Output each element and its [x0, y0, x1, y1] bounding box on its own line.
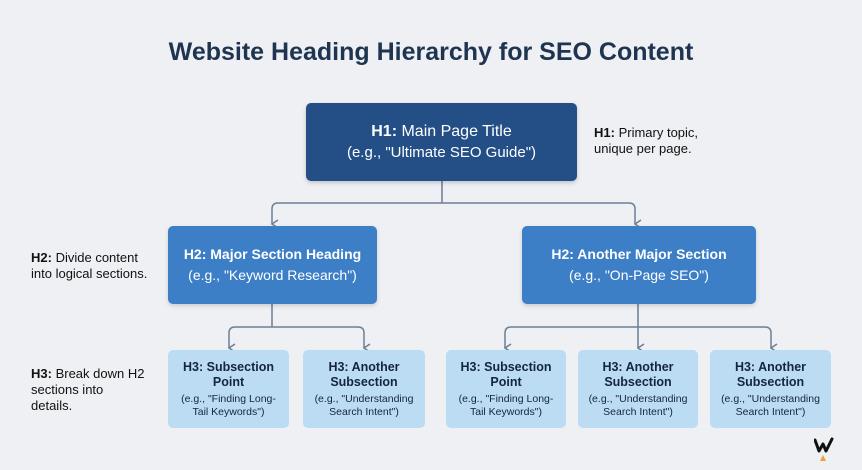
h3-note-prefix: H3:	[31, 366, 52, 381]
h3-box: H3: Another Subsection (e.g., "Understan…	[578, 350, 698, 428]
h2-note-prefix: H2:	[31, 250, 52, 265]
h3-box: H3: Another Subsection (e.g., "Understan…	[710, 350, 831, 428]
h3-box-example: (e.g., "Finding Long-Tail Keywords")	[181, 393, 276, 419]
connector-to-h2-left	[270, 202, 279, 229]
h1-box: H1: Main Page Title (e.g., "Ultimate SEO…	[306, 103, 577, 181]
h3-box-line2: Point	[212, 374, 245, 389]
h3-box: H3: Subsection Point (e.g., "Finding Lon…	[168, 350, 289, 428]
h2-box-example: (e.g., "Keyword Research")	[188, 267, 357, 283]
h2-note-line2: into logical sections.	[31, 266, 148, 281]
h3-box: H3: Subsection Point (e.g., "Finding Lon…	[446, 350, 566, 428]
connector-to-h3-3	[503, 326, 512, 353]
h3-note-line3: details.	[31, 398, 73, 413]
h2-note-line1: Divide content	[55, 250, 138, 265]
diagram-title: Website Heading Hierarchy for SEO Conten…	[168, 38, 694, 66]
h3-box-line1: H3: Another	[734, 359, 807, 374]
h3-note: H3: Break down H2 sections into details.	[31, 366, 144, 414]
h2-box-right: H2: Another Major Section (e.g., "On-Pag…	[522, 226, 756, 304]
h3-box-example-line2: Tail Keywords")	[469, 405, 542, 418]
h1-note-prefix: H1:	[594, 125, 615, 140]
h3-box-example: (e.g., "Finding Long-Tail Keywords")	[459, 393, 554, 419]
h3-note-line2: sections into	[31, 382, 104, 397]
h3-box-line2: Point	[490, 374, 522, 389]
connector-to-h3-1	[227, 326, 236, 353]
h3-box-example-line2: Search Intent")	[603, 405, 673, 418]
h3-box-example-line2: Search Intent")	[735, 405, 806, 418]
h3-box-line1: H3: Subsection	[183, 359, 274, 374]
h1-box-prefix: H1:	[371, 123, 398, 140]
w-brand-logo-icon	[814, 437, 834, 461]
h1-note-line1: Primary topic,	[618, 125, 699, 140]
h1-box-example: (e.g., "Ultimate SEO Guide")	[346, 144, 537, 161]
h3-box-example-line2: Search Intent")	[329, 405, 399, 418]
h3-box-example-line1: (e.g., "Understanding	[721, 392, 820, 405]
h3-box-line1: H3: Another	[328, 359, 400, 374]
h3-box-line2: Subsection	[604, 374, 672, 389]
h3-box-line2: Subsection	[330, 374, 398, 389]
h3-box-example-line1: (e.g., "Understanding	[314, 392, 414, 405]
h1-note-line2: unique per page.	[594, 141, 692, 156]
h3-box-line1: H3: Another	[602, 359, 674, 374]
connector-to-h3-5	[764, 326, 778, 353]
h3-box: H3: Another Subsection (e.g., "Understan…	[303, 350, 425, 428]
h1-box-label: Main Page Title	[401, 123, 512, 140]
h2-box-label: H2: Major Section Heading	[183, 246, 362, 262]
h2-box-left: H2: Major Section Heading (e.g., "Keywor…	[168, 226, 377, 304]
h2-note: H2: Divide content into logical sections…	[31, 250, 147, 282]
h2-box-example: (e.g., "On-Page SEO")	[569, 267, 709, 283]
h3-box-example-line2: Tail Keywords")	[192, 405, 265, 418]
h3-box-example-line1: (e.g., "Finding Long-	[181, 392, 276, 405]
h1-note: H1: Primary topic, unique per page.	[594, 125, 698, 157]
connector-to-h2-right	[628, 202, 642, 229]
h3-box-line2: Subsection	[736, 374, 805, 389]
connector-to-h3-2	[357, 326, 371, 353]
h3-box-line1: H3: Subsection	[460, 359, 552, 374]
h3-box-example-line1: (e.g., "Finding Long-	[458, 392, 554, 405]
h3-box-example-line1: (e.g., "Understanding	[588, 392, 688, 405]
h1-box-heading: H1: Main Page Title	[371, 121, 512, 142]
h3-note-line1: Break down H2	[55, 366, 145, 381]
h2-box-label: H2: Another Major Section	[551, 246, 727, 262]
